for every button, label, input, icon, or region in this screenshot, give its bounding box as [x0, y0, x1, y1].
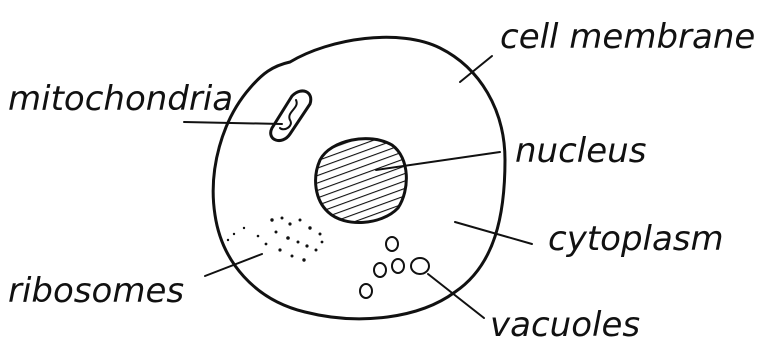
leader-line-mitochondria [184, 122, 282, 124]
ribosome-dots [227, 217, 324, 262]
mitochondrion-shape [271, 91, 311, 141]
label-mitochondria: mitochondria [8, 79, 233, 119]
leader-line-ribosomes [205, 254, 262, 276]
vacuole-shapes [360, 237, 429, 298]
label-vacuoles: vacuoles [490, 305, 640, 343]
label-cell-membrane: cell membrane [500, 17, 755, 57]
leader-line-vacuoles [428, 274, 484, 318]
label-ribosomes: ribosomes [8, 271, 184, 311]
label-cytoplasm: cytoplasm [548, 219, 724, 259]
nucleus-shape [316, 139, 407, 223]
label-nucleus: nucleus [515, 131, 646, 171]
